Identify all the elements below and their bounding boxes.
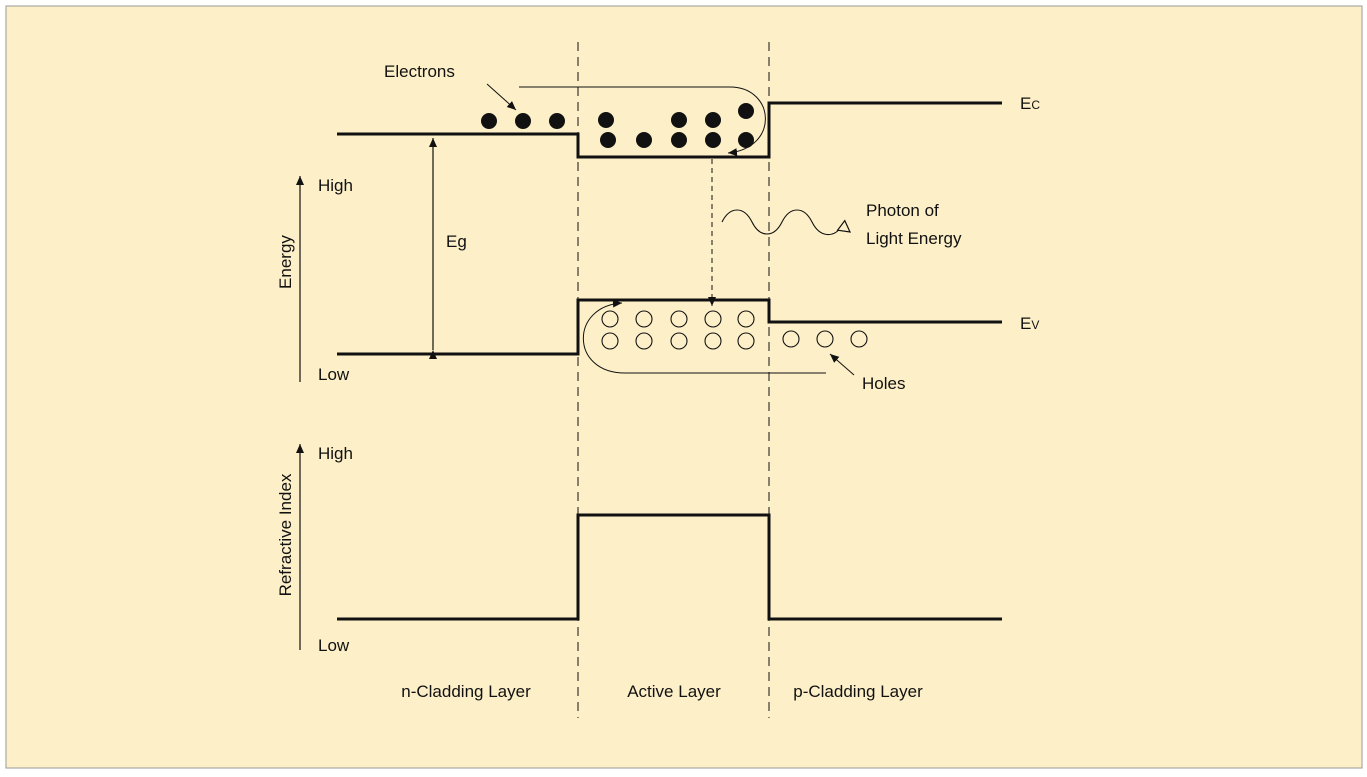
electron [515,113,531,129]
electron [705,112,721,128]
electron [671,112,687,128]
hole [850,330,868,348]
electron [598,112,614,128]
hole [782,330,800,348]
hole-flow-path [582,299,826,374]
holes-pointer [829,353,855,376]
hole [601,310,619,328]
refractive-axis-low: Low [318,636,350,655]
hole [704,332,722,350]
hole [704,310,722,328]
layer-label-n-cladding: n-Cladding Layer [401,682,531,701]
holes-label: Holes [862,374,905,393]
photon-label-line2: Light Energy [866,229,962,248]
electrons-group [481,103,754,148]
ec-label: EC [1020,94,1040,113]
hole [737,332,755,350]
electron [549,113,565,129]
hole [670,332,688,350]
hole [635,310,653,328]
refractive-axis-title: Refractive Index [276,473,295,596]
energy-axis-low: Low [318,365,350,384]
bandgap-label: Eg [446,232,467,251]
electron [738,132,754,148]
energy-axis-title: Energy [276,235,295,289]
conduction-band-edge [337,101,1002,159]
electron [671,132,687,148]
holes-group [601,310,868,350]
layer-label-p-cladding: p-Cladding Layer [793,682,923,701]
electron [705,132,721,148]
electrons-pointer [486,83,517,111]
background-panel [5,5,1363,769]
electron-flow-path [519,86,766,157]
ev-label: EV [1020,314,1039,333]
electron [600,132,616,148]
energy-axis-high: High [318,176,353,195]
hole [601,332,619,350]
refractive-axis-high: High [318,444,353,463]
photon-wave [721,209,850,236]
hole [635,332,653,350]
hole [670,310,688,328]
electron [481,113,497,129]
layer-label-active: Active Layer [627,682,721,701]
electron [738,103,754,119]
refractive-index-profile [337,513,1002,621]
electron [636,132,652,148]
photon-label-line1: Photon of [866,201,939,220]
valence-band-edge [337,298,1002,356]
electrons-label: Electrons [384,62,455,81]
hole [737,310,755,328]
hole [816,330,834,348]
